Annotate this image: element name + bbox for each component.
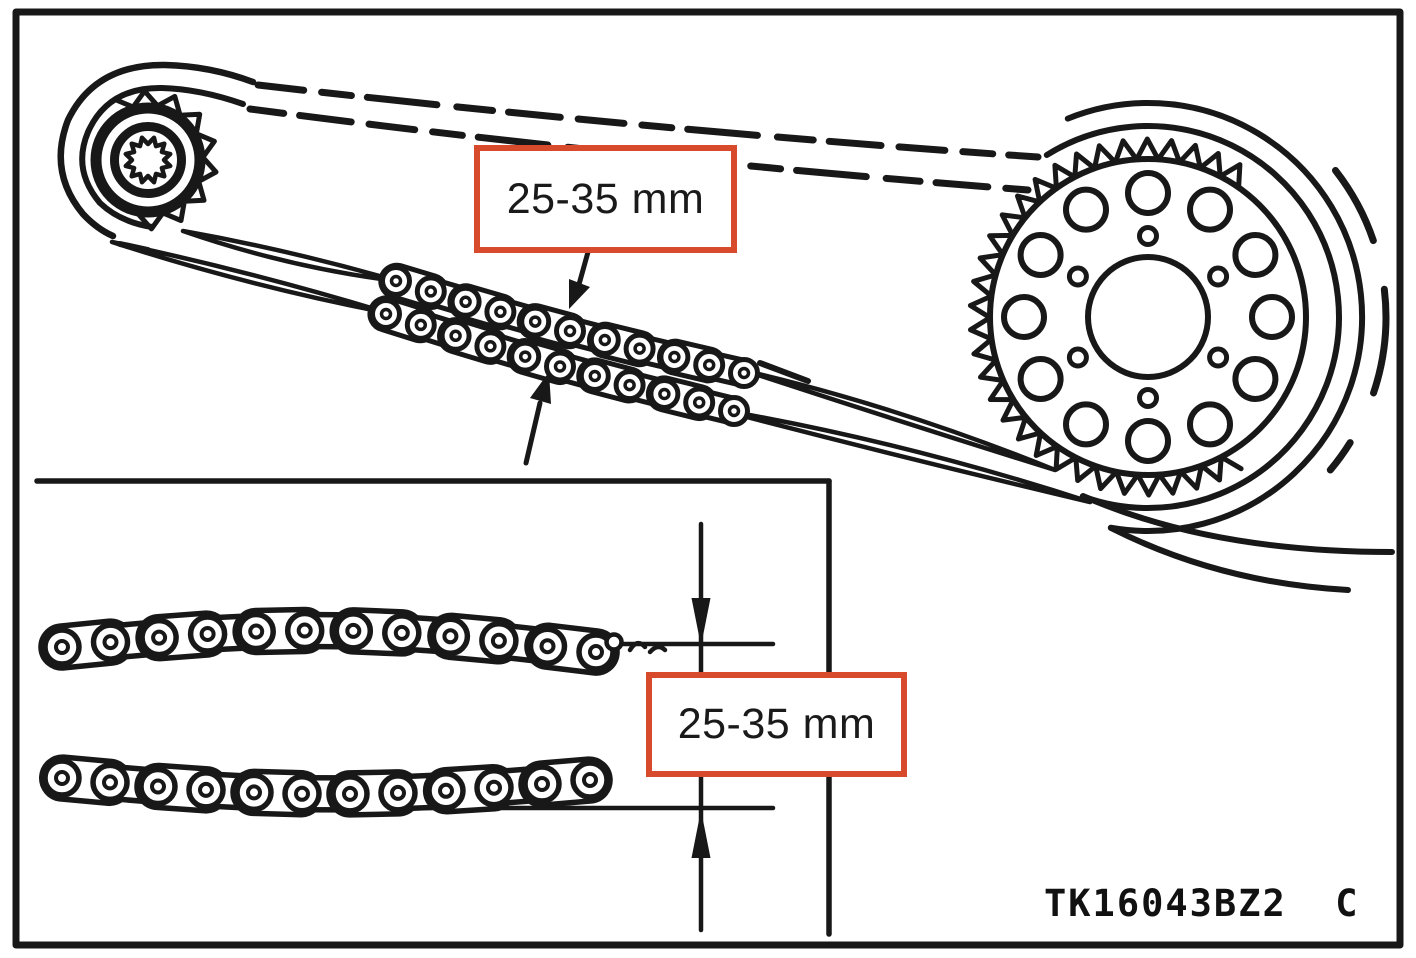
slack-callout-bottom-label: 25-35 mm bbox=[677, 700, 876, 748]
inset-chain-pushed-down bbox=[39, 754, 613, 818]
slack-callout-top-label: 25-35 mm bbox=[506, 174, 705, 223]
front-sprocket bbox=[57, 61, 257, 253]
inset-chain-pushed-up bbox=[38, 606, 668, 676]
drive-chain-lower-position bbox=[367, 295, 750, 427]
figure-frame bbox=[12, 8, 1404, 949]
figure-part-code: TK16043BZ2 C bbox=[1044, 882, 1360, 925]
lower-chain-run-lines bbox=[109, 228, 1093, 505]
slack-callout-top: 25-35 mm bbox=[474, 145, 737, 253]
slack-callout-bottom: 25-35 mm bbox=[646, 672, 907, 777]
rear-sprocket bbox=[967, 99, 1395, 593]
drive-chain-upper-position bbox=[378, 262, 760, 389]
slack-arrows-main bbox=[523, 249, 591, 466]
